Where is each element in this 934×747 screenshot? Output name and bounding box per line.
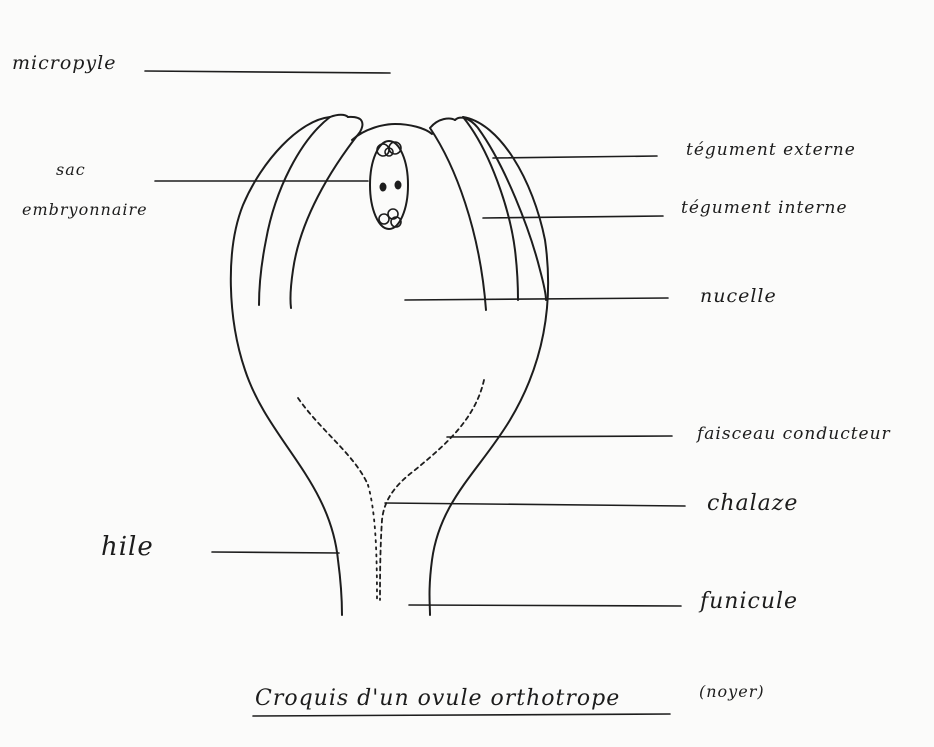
outer-integument-left bbox=[231, 117, 342, 615]
label-sac-line2: embryonnaire bbox=[22, 202, 148, 218]
label-sac-line1: sac bbox=[56, 162, 86, 178]
leader-tegument-externe bbox=[493, 156, 657, 158]
inner-integument-left-tip bbox=[330, 115, 348, 117]
vascular-bundle-left-lower bbox=[368, 485, 377, 600]
leader-micropyle bbox=[145, 71, 390, 73]
inner-integument-right bbox=[455, 118, 546, 300]
vascular-bundle-left bbox=[298, 398, 368, 485]
leader-chalaze bbox=[385, 503, 685, 506]
label-funicule: funicule bbox=[700, 591, 798, 613]
label-tegument-interne: tégument interne bbox=[681, 200, 848, 217]
label-tegument-externe: tégument externe bbox=[686, 142, 856, 159]
title-underline bbox=[253, 714, 670, 716]
diagram-title: Croquis d'un ovule orthotrope bbox=[255, 688, 620, 710]
leader-funicule bbox=[409, 605, 681, 606]
leader-tegument-interne bbox=[483, 216, 663, 218]
leader-nucelle bbox=[405, 298, 668, 300]
inner-integument-right-tip bbox=[430, 119, 486, 310]
outer-integument-left-inner bbox=[259, 117, 330, 305]
label-chalaze: chalaze bbox=[707, 493, 798, 515]
leader-hile bbox=[212, 552, 339, 553]
label-micropyle: micropyle bbox=[12, 54, 116, 73]
polar-nucleus-icon bbox=[395, 181, 402, 190]
label-faisceau: faisceau conducteur bbox=[697, 426, 891, 443]
diagram-subtitle: (noyer) bbox=[699, 684, 765, 700]
outer-integument-right bbox=[430, 117, 549, 615]
outer-integument-right-inner bbox=[463, 117, 518, 300]
label-hile: hile bbox=[101, 534, 154, 560]
nucellus-dome bbox=[352, 124, 432, 140]
synergid-icon bbox=[377, 144, 389, 156]
polar-nucleus-icon bbox=[380, 183, 387, 192]
label-nucelle: nucelle bbox=[700, 287, 777, 306]
leader-faisceau bbox=[447, 436, 672, 437]
inner-integument-left bbox=[290, 117, 362, 308]
